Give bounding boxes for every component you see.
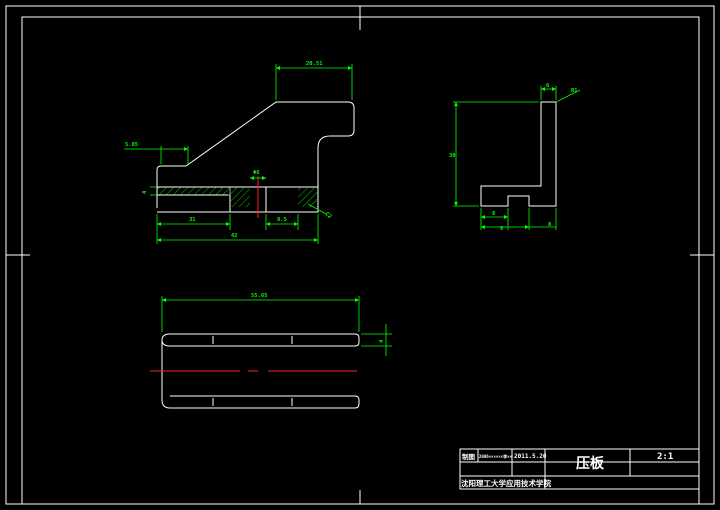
dim-side-chamfer: R1	[571, 88, 578, 94]
side-view-dimensions: 6 R1 30 8 8 8	[449, 83, 581, 232]
front-view	[156, 101, 355, 218]
dim-front-hole-dia: Φ6	[253, 170, 260, 176]
dim-front-chamfer: C2	[324, 211, 333, 220]
section-hatch-left	[156, 186, 231, 196]
side-view	[480, 101, 557, 207]
dim-side-height: 30	[449, 153, 456, 159]
title-block-date: 2011.5.20	[514, 453, 547, 460]
dim-front-lower-left: 31	[189, 217, 196, 223]
dim-side-bottom-right: 8	[500, 226, 503, 232]
title-block-institution: 沈阳理工大学应用技术学院	[461, 478, 551, 488]
plan-view	[150, 333, 360, 409]
section-hatch-right	[298, 187, 318, 207]
dim-front-overall-width: 42	[231, 233, 238, 239]
plan-view-dimensions: 55.65 4	[161, 293, 392, 356]
dim-front-left-thickness: 4	[142, 190, 148, 194]
title-block-drafter: 2006××××××李××	[479, 453, 512, 459]
dim-plan-length: 55.65	[251, 293, 268, 299]
dim-front-slot-width: 5.85	[125, 142, 138, 148]
dim-side-base: 8	[548, 222, 551, 228]
part-name: 压板	[576, 455, 605, 472]
dim-side-bottom-left: 8	[492, 211, 495, 217]
front-view-dimensions: 20.51 5.85 Φ6 4 31 8.5 42 C2	[124, 61, 353, 244]
title-block-row-label: 制图	[462, 452, 476, 461]
dim-front-top-width: 20.51	[306, 61, 323, 67]
dim-plan-width: 4	[379, 339, 385, 343]
title-block: 制图 2006××××××李×× 2011.5.20 压板 2:1 沈阳理工大学…	[459, 448, 700, 490]
sheet-frame	[5, 5, 715, 505]
drawing-scale: 2:1	[657, 452, 673, 462]
dim-front-lower-mid: 8.5	[277, 217, 287, 223]
section-hatch-mid	[230, 187, 250, 207]
dim-side-top-width: 6	[546, 83, 550, 89]
